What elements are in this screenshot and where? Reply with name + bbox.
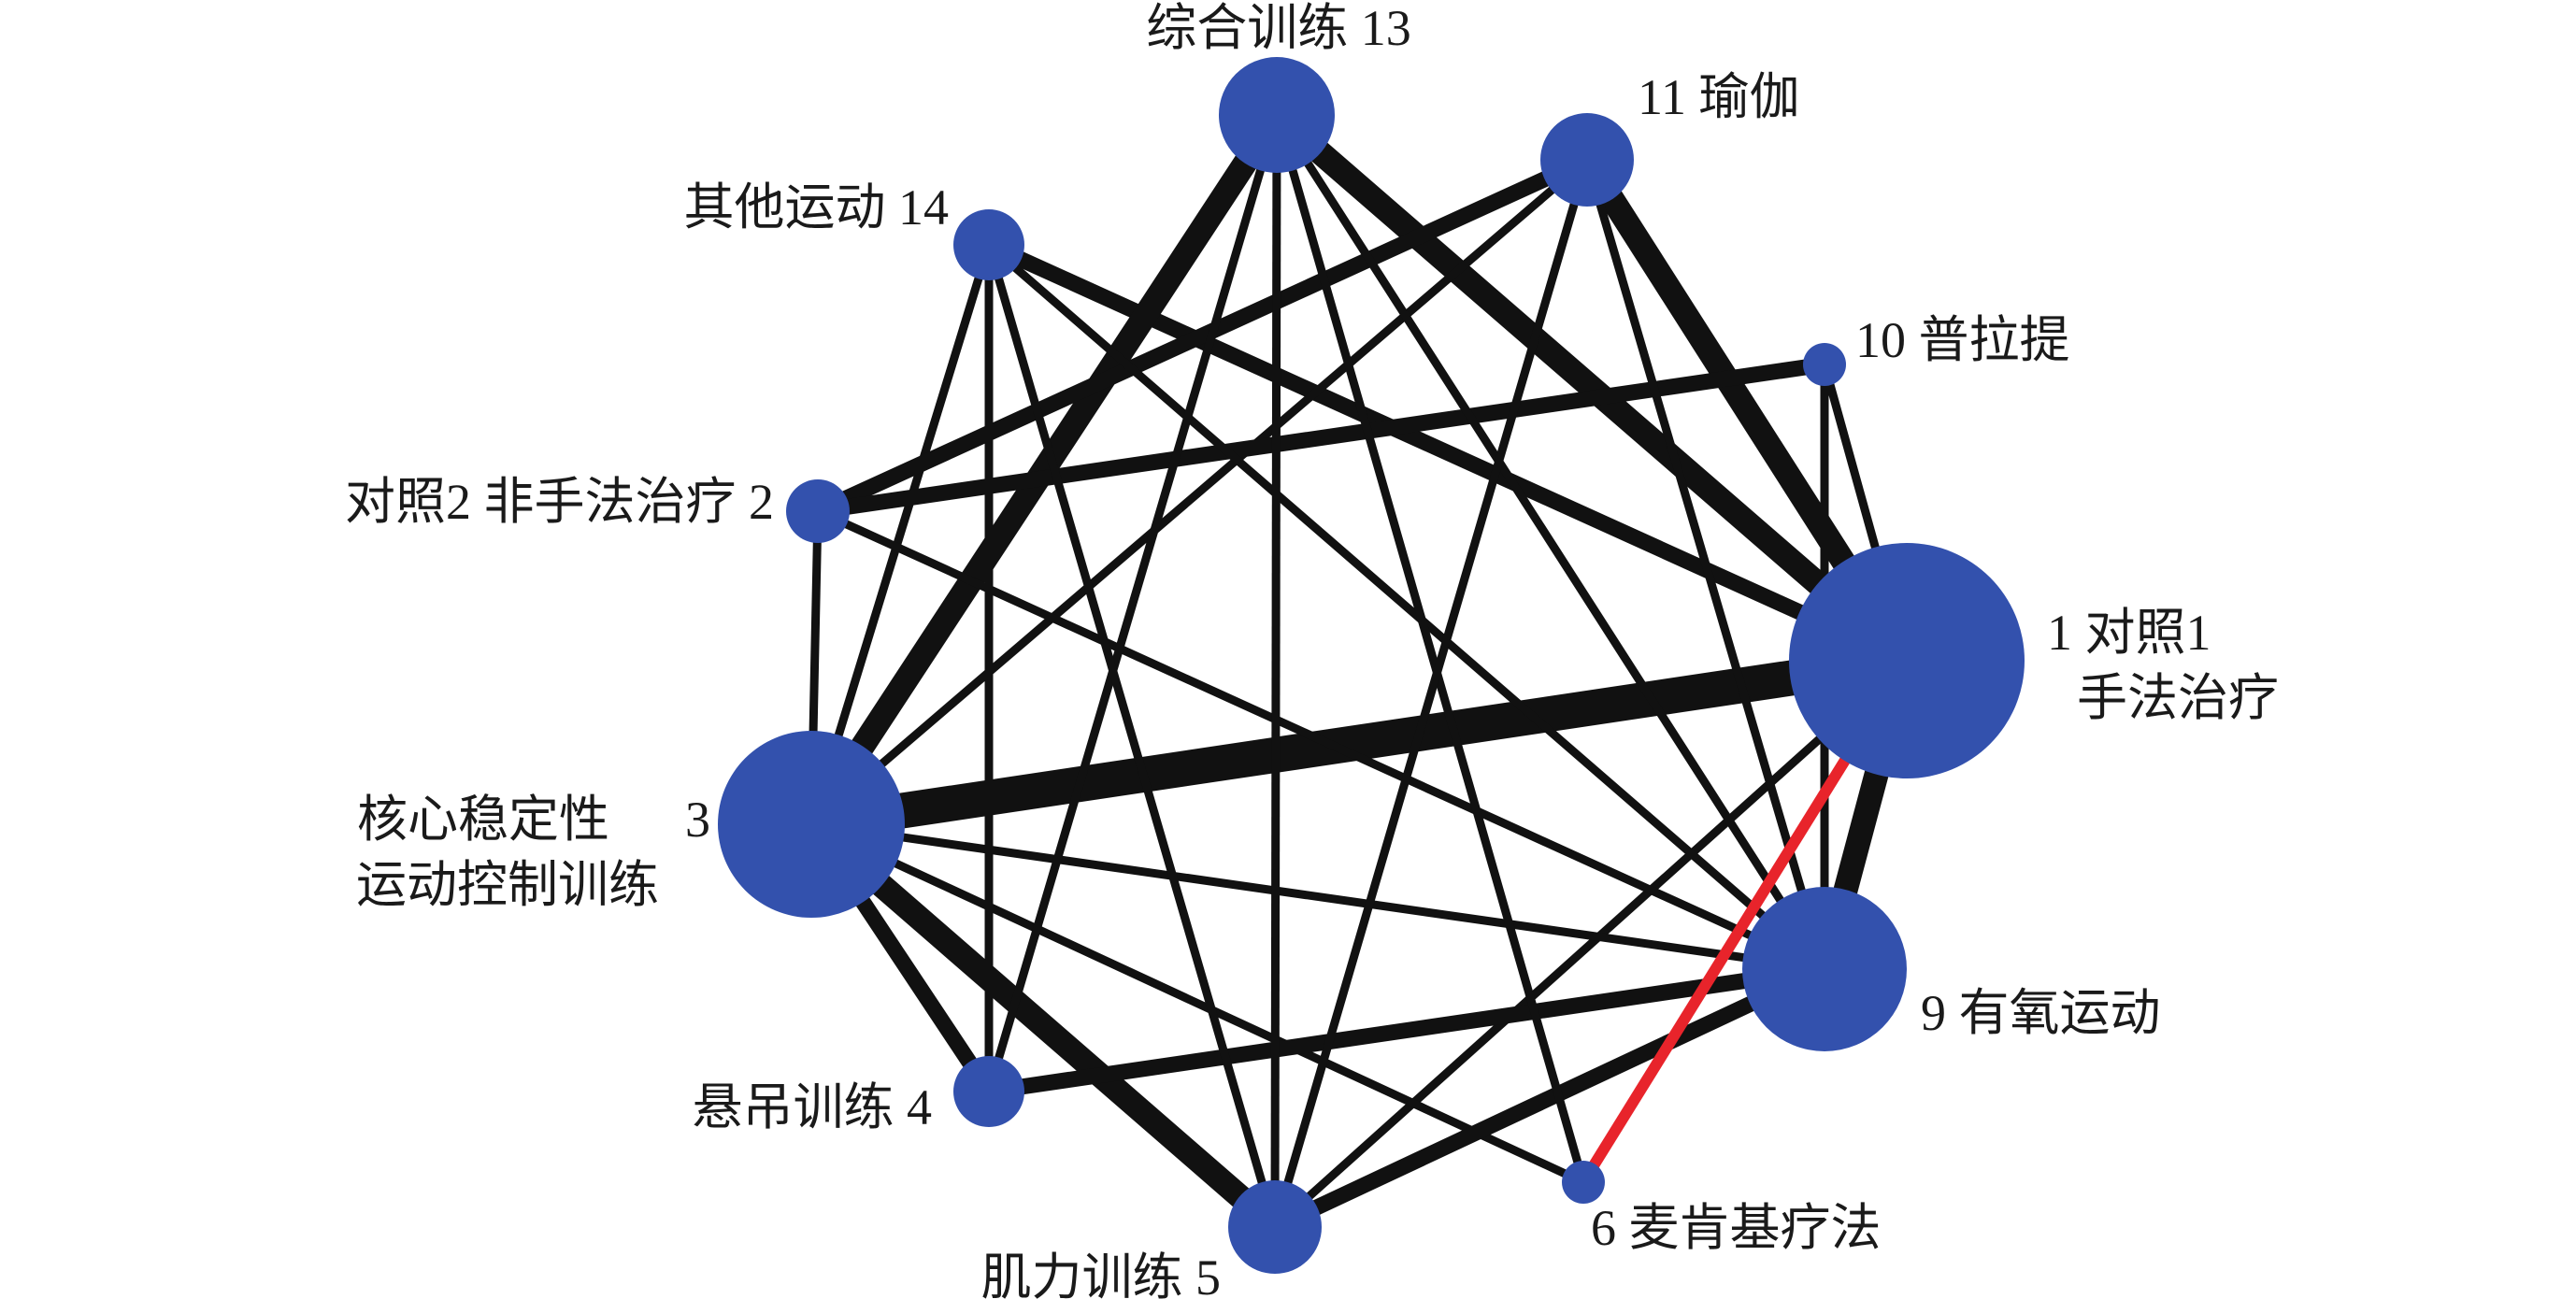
edge-9-5 [1271,962,1828,1235]
edge-2-11 [814,152,1591,519]
node-6 [1562,1161,1605,1204]
edge-13-4 [984,113,1281,1093]
edge-9-11 [1582,158,1829,971]
node-label-9-line-0: 9 有氧运动 [1921,985,2161,1041]
node-11 [1540,113,1634,207]
edge-1-5 [1271,657,1911,1231]
edge-13-6 [1272,113,1588,1184]
edge-11-5 [1270,158,1592,1229]
node-9 [1742,887,1907,1051]
node-label-4-line-0: 悬吊训练 4 [693,1079,933,1135]
edge-1-3 [809,643,1910,842]
edge-3-13 [801,107,1287,832]
edge-9-4 [987,961,1826,1100]
node-label-3-line-1: 运动控制训练 [356,857,659,913]
node-label-2-line-0: 对照2 非手法治疗 2 [345,474,774,530]
node-label-11-line-0: 11 瑜伽 [1638,69,1800,125]
edge-3-6 [809,820,1585,1187]
node-1 [1789,543,2025,778]
node-5 [1228,1180,1322,1274]
edges-layer [801,106,1919,1236]
node-13 [1219,57,1335,173]
edge-1-13 [1268,106,1915,670]
edge-9-13 [1273,112,1828,972]
node-10 [1803,343,1846,386]
node-label-1-line-0: 1 对照1 [2047,605,2211,661]
edge-9-14 [986,241,1827,973]
node-number-3: 3 [685,792,710,848]
node-label-14-line-0: 其他运动 14 [684,179,950,236]
nodes-layer [718,57,2025,1274]
node-label-13-line-0: 综合训练 13 [1146,0,1411,56]
edge-3-11 [809,156,1590,828]
node-14 [953,209,1024,280]
node-4 [953,1056,1024,1127]
edge-14-5 [984,243,1280,1229]
node-3 [718,731,905,918]
edge-3-5 [803,815,1283,1236]
node-label-5-line-0: 肌力训练 5 [981,1249,1222,1299]
node-label-3-line-0: 核心稳定性 [357,792,609,848]
edge-3-9 [810,820,1825,974]
node-label-1-line-1: 手法治疗 [2077,670,2279,726]
node-2 [786,479,850,543]
edge-3-14 [807,243,994,826]
node-label-10-line-0: 10 普拉提 [1855,312,2070,368]
node-label-6-line-0: 6 麦肯基疗法 [1591,1200,1882,1256]
edge-13-5 [1270,114,1281,1228]
